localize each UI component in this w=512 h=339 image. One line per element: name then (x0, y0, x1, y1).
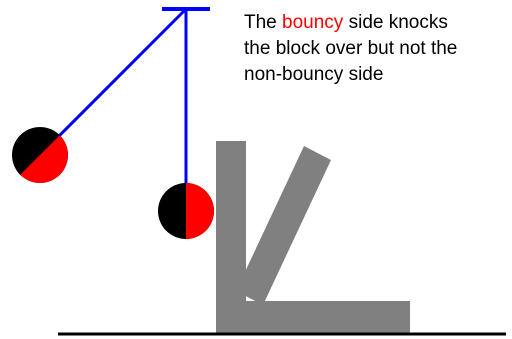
caption-text: The bouncy side knocks the block over bu… (244, 10, 512, 88)
block-tilted-arm (236, 146, 331, 305)
caption-line-3: non-bouncy side (244, 64, 384, 85)
pendulum-ball-swung (12, 127, 68, 183)
block-base (216, 301, 410, 333)
caption-line-1: The bouncy side knocks (244, 10, 512, 36)
pendulum-ball-hanging (158, 183, 214, 239)
ball-bouncy-half (186, 183, 214, 239)
caption-highlight: bouncy (282, 12, 344, 33)
caption-line-2: the block over but not the (244, 38, 458, 59)
ball-bouncy-half (20, 135, 68, 183)
caption-after: side knocks (343, 12, 448, 33)
pendulum-string-swung (38, 7, 188, 157)
caption-before: The (244, 12, 283, 33)
